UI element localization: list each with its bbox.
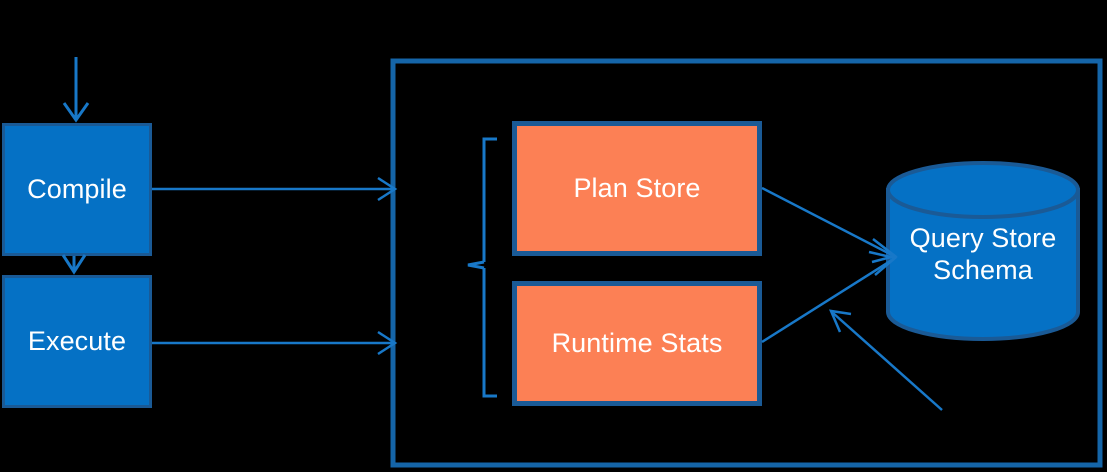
edge-compile-to-execute [61,254,87,275]
edge-input-to-compile [62,57,90,123]
plan-store-box[interactable] [512,121,762,256]
query-store-container [390,58,1103,468]
edge-compile-to-container [152,176,398,202]
edge-execute-to-container [152,330,398,356]
cylinder-top [886,161,1080,219]
query-store-schema-cylinder[interactable] [886,161,1080,341]
edge-external-to-schema [828,309,943,411]
compile-box[interactable] [2,123,152,256]
grouping-brace [467,137,497,398]
edge-runtime-stats-to-schema [761,250,898,344]
execute-box[interactable] [2,275,152,408]
runtime-stats-box[interactable] [512,281,762,406]
edge-plan-store-to-schema [761,186,898,264]
cylinder-body [886,188,1080,341]
